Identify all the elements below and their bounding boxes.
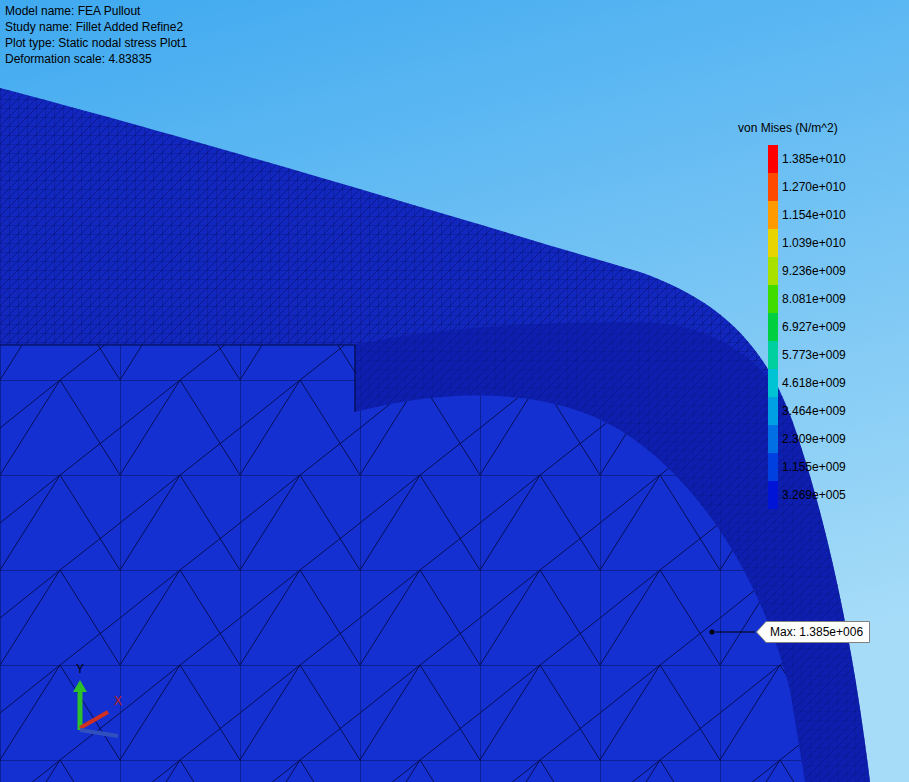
callout-text: Max: 1.385e+006 (770, 625, 863, 639)
legend-value: 1.270e+010 (782, 180, 846, 194)
tube-body (0, 88, 870, 782)
axis-label: X (114, 694, 122, 708)
legend-value: 8.081e+009 (782, 292, 846, 306)
color-bar-segment (768, 145, 778, 173)
color-bar-segment (768, 341, 778, 369)
plot-info: Deformation scale: 4.83835 (5, 52, 152, 66)
plot-info: Plot type: Static nodal stress Plot1 (5, 36, 187, 50)
legend-value: 4.618e+009 (782, 376, 846, 390)
callout-outline (757, 622, 870, 643)
color-bar-segment (768, 201, 778, 229)
legend-value: 8.081e+009 (782, 292, 846, 306)
legend-value: 9.236e+009 (782, 264, 846, 278)
color-bar-segment (768, 453, 778, 481)
color-bar-segment (768, 229, 778, 257)
legend-value: 1.039e+010 (782, 236, 846, 250)
legend-value: 2.309e+009 (782, 432, 846, 446)
legend-value: 1.154e+010 (782, 208, 846, 222)
legend-value: 1.270e+010 (782, 180, 846, 194)
legend-title: von Mises (N/m^2) (738, 121, 838, 135)
legend-value: 9.236e+009 (782, 264, 846, 278)
color-bar-segment (768, 397, 778, 425)
color-bar-segment (768, 173, 778, 201)
color-bar-segment (768, 257, 778, 285)
plot-info: Model name: FEA Pullout (5, 4, 140, 18)
y-arrowhead (73, 680, 87, 692)
legend-value: 3.464e+009 (782, 404, 846, 418)
color-bar-segment (768, 425, 778, 453)
color-bar-segment (768, 285, 778, 313)
color-bar-segment (768, 369, 778, 397)
max-callout: Max: 1.385e+006 (756, 621, 869, 643)
plot-info: Plot type: Static nodal stress Plot1 (5, 36, 187, 50)
legend-value: 1.154e+010 (782, 208, 846, 222)
dome-surface (0, 345, 805, 782)
legend-value: 5.773e+009 (782, 348, 846, 362)
y-axis (78, 690, 83, 730)
plot-info: Study name: Fillet Added Refine2 (5, 20, 183, 34)
legend-title: von Mises (N/m^2) (738, 121, 838, 135)
axis-label: X (114, 694, 122, 708)
z-axis (80, 730, 118, 736)
axis-label: Y (76, 662, 84, 676)
x-axis (80, 712, 108, 728)
legend-value: 6.927e+009 (782, 320, 846, 334)
legend-value: 1.155e+009 (782, 460, 846, 474)
legend-value: 1.385e+010 (782, 152, 846, 166)
coarse-mesh (0, 345, 805, 782)
legend-value: 3.464e+009 (782, 404, 846, 418)
plot-info: Deformation scale: 4.83835 (5, 52, 152, 66)
edge-line (0, 345, 355, 412)
leader-line (715, 632, 755, 633)
color-bar-segment (768, 481, 778, 509)
plot-info: Model name: FEA Pullout (5, 4, 140, 18)
legend-value: 4.618e+009 (782, 376, 846, 390)
legend-value: 1.155e+009 (782, 460, 846, 474)
axis-label: Y (76, 662, 84, 676)
fine-mesh (0, 88, 870, 782)
legend-value: 3.269e+005 (782, 488, 846, 502)
legend-value: 6.927e+009 (782, 320, 846, 334)
legend-value: 1.039e+010 (782, 236, 846, 250)
color-bar-segment (768, 313, 778, 341)
max-point (710, 630, 715, 635)
legend-value: 1.385e+010 (782, 152, 846, 166)
legend-value: 5.773e+009 (782, 348, 846, 362)
plot-info: Study name: Fillet Added Refine2 (5, 20, 183, 34)
legend-value: 3.269e+005 (782, 488, 846, 502)
legend-value: 2.309e+009 (782, 432, 846, 446)
